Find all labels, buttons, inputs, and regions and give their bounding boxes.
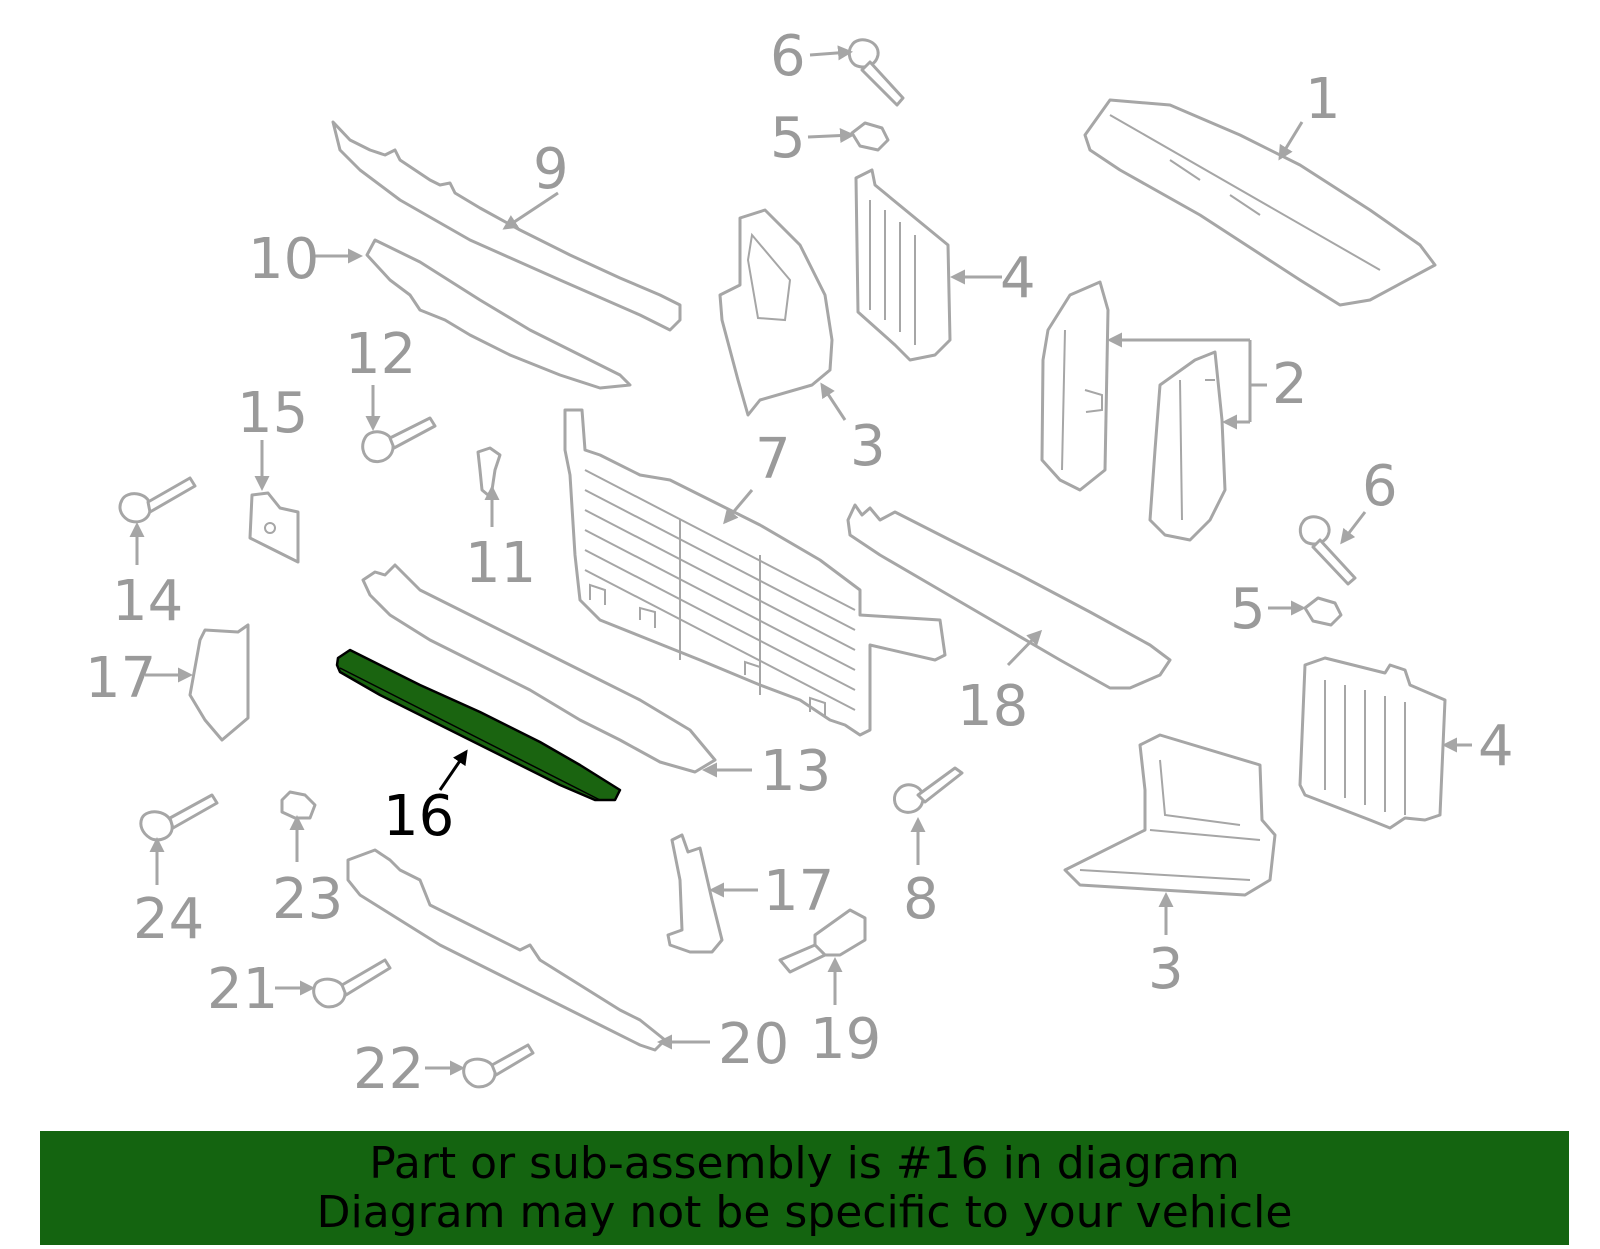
callout-6-upper: 6	[770, 24, 806, 89]
callout-22: 22	[353, 1037, 424, 1102]
callout-3-lower: 3	[1148, 937, 1184, 1002]
callout-1: 1	[1305, 67, 1341, 132]
part-16-highlighted	[335, 648, 622, 802]
part-23-clip	[280, 790, 317, 820]
part-4-lower-cooler	[1298, 656, 1447, 830]
callout-8: 8	[903, 867, 939, 932]
part-10-strip	[365, 238, 632, 390]
callout-19: 19	[810, 1007, 881, 1072]
callout-20: 20	[718, 1012, 789, 1077]
part-19-sensor	[778, 908, 867, 974]
callout-9: 9	[533, 137, 569, 202]
callout-7: 7	[755, 427, 791, 492]
callout-10: 10	[248, 227, 319, 292]
part-17-lower-deflector	[666, 833, 724, 954]
callout-3-upper: 3	[850, 414, 886, 479]
callout-5-lower: 5	[1230, 577, 1266, 642]
callout-14: 14	[112, 569, 183, 634]
callout-17-lower: 17	[763, 859, 834, 924]
callout-labels: 1 2 3 3 4 4 5 5 6 6 7 8 9 10 11 12 13 14…	[85, 24, 1514, 1102]
info-banner: Part or sub-assembly is #16 in diagram D…	[40, 1131, 1569, 1245]
callout-24: 24	[133, 887, 204, 952]
part-6-upper-bolt	[847, 38, 905, 107]
part-22-screw	[462, 1043, 535, 1089]
part-1-air-deflector	[1083, 98, 1437, 307]
callout-13: 13	[760, 739, 831, 804]
callout-12: 12	[345, 322, 416, 387]
part-4-upper-cooler	[854, 168, 952, 362]
callout-16: 16	[383, 784, 454, 849]
part-2-side-brackets	[1040, 280, 1227, 542]
part-17-upper-deflector	[188, 623, 250, 742]
callout-4-upper: 4	[1000, 246, 1036, 311]
leader-lines	[129, 45, 1472, 1076]
part-12-bolt	[361, 416, 437, 464]
part-24-bolt	[139, 793, 219, 842]
callout-23: 23	[272, 867, 343, 932]
part-20-lower-absorber	[346, 848, 667, 1052]
part-3-upper-air-guide	[718, 208, 834, 417]
part-6-lower-bolt	[1298, 515, 1357, 586]
callout-21: 21	[207, 957, 278, 1022]
callout-5-upper: 5	[770, 106, 806, 171]
part-7-shutter-grille	[563, 408, 947, 737]
callout-17-upper: 17	[85, 646, 156, 711]
part-8-screw	[893, 766, 964, 814]
part-13-absorber	[361, 563, 717, 774]
callout-2: 2	[1272, 352, 1308, 417]
callout-15: 15	[237, 381, 308, 446]
part-21-bolt	[312, 958, 392, 1009]
banner-part-notice: Part or sub-assembly is #16 in diagram	[369, 1138, 1240, 1189]
callout-18: 18	[957, 674, 1028, 739]
part-14-bolt	[118, 476, 197, 524]
part-18-strip	[846, 503, 1172, 690]
callout-11: 11	[465, 531, 536, 596]
part-11-clip	[476, 446, 502, 497]
callout-4-lower: 4	[1478, 714, 1514, 779]
callout-6-lower: 6	[1362, 454, 1398, 519]
banner-disclaimer: Diagram may not be specific to your vehi…	[316, 1187, 1293, 1238]
part-5-upper-nut	[850, 121, 890, 152]
part-15-bracket	[248, 491, 300, 564]
part-3-lower-air-guide	[1063, 733, 1277, 897]
part-5-lower-nut	[1303, 596, 1343, 627]
